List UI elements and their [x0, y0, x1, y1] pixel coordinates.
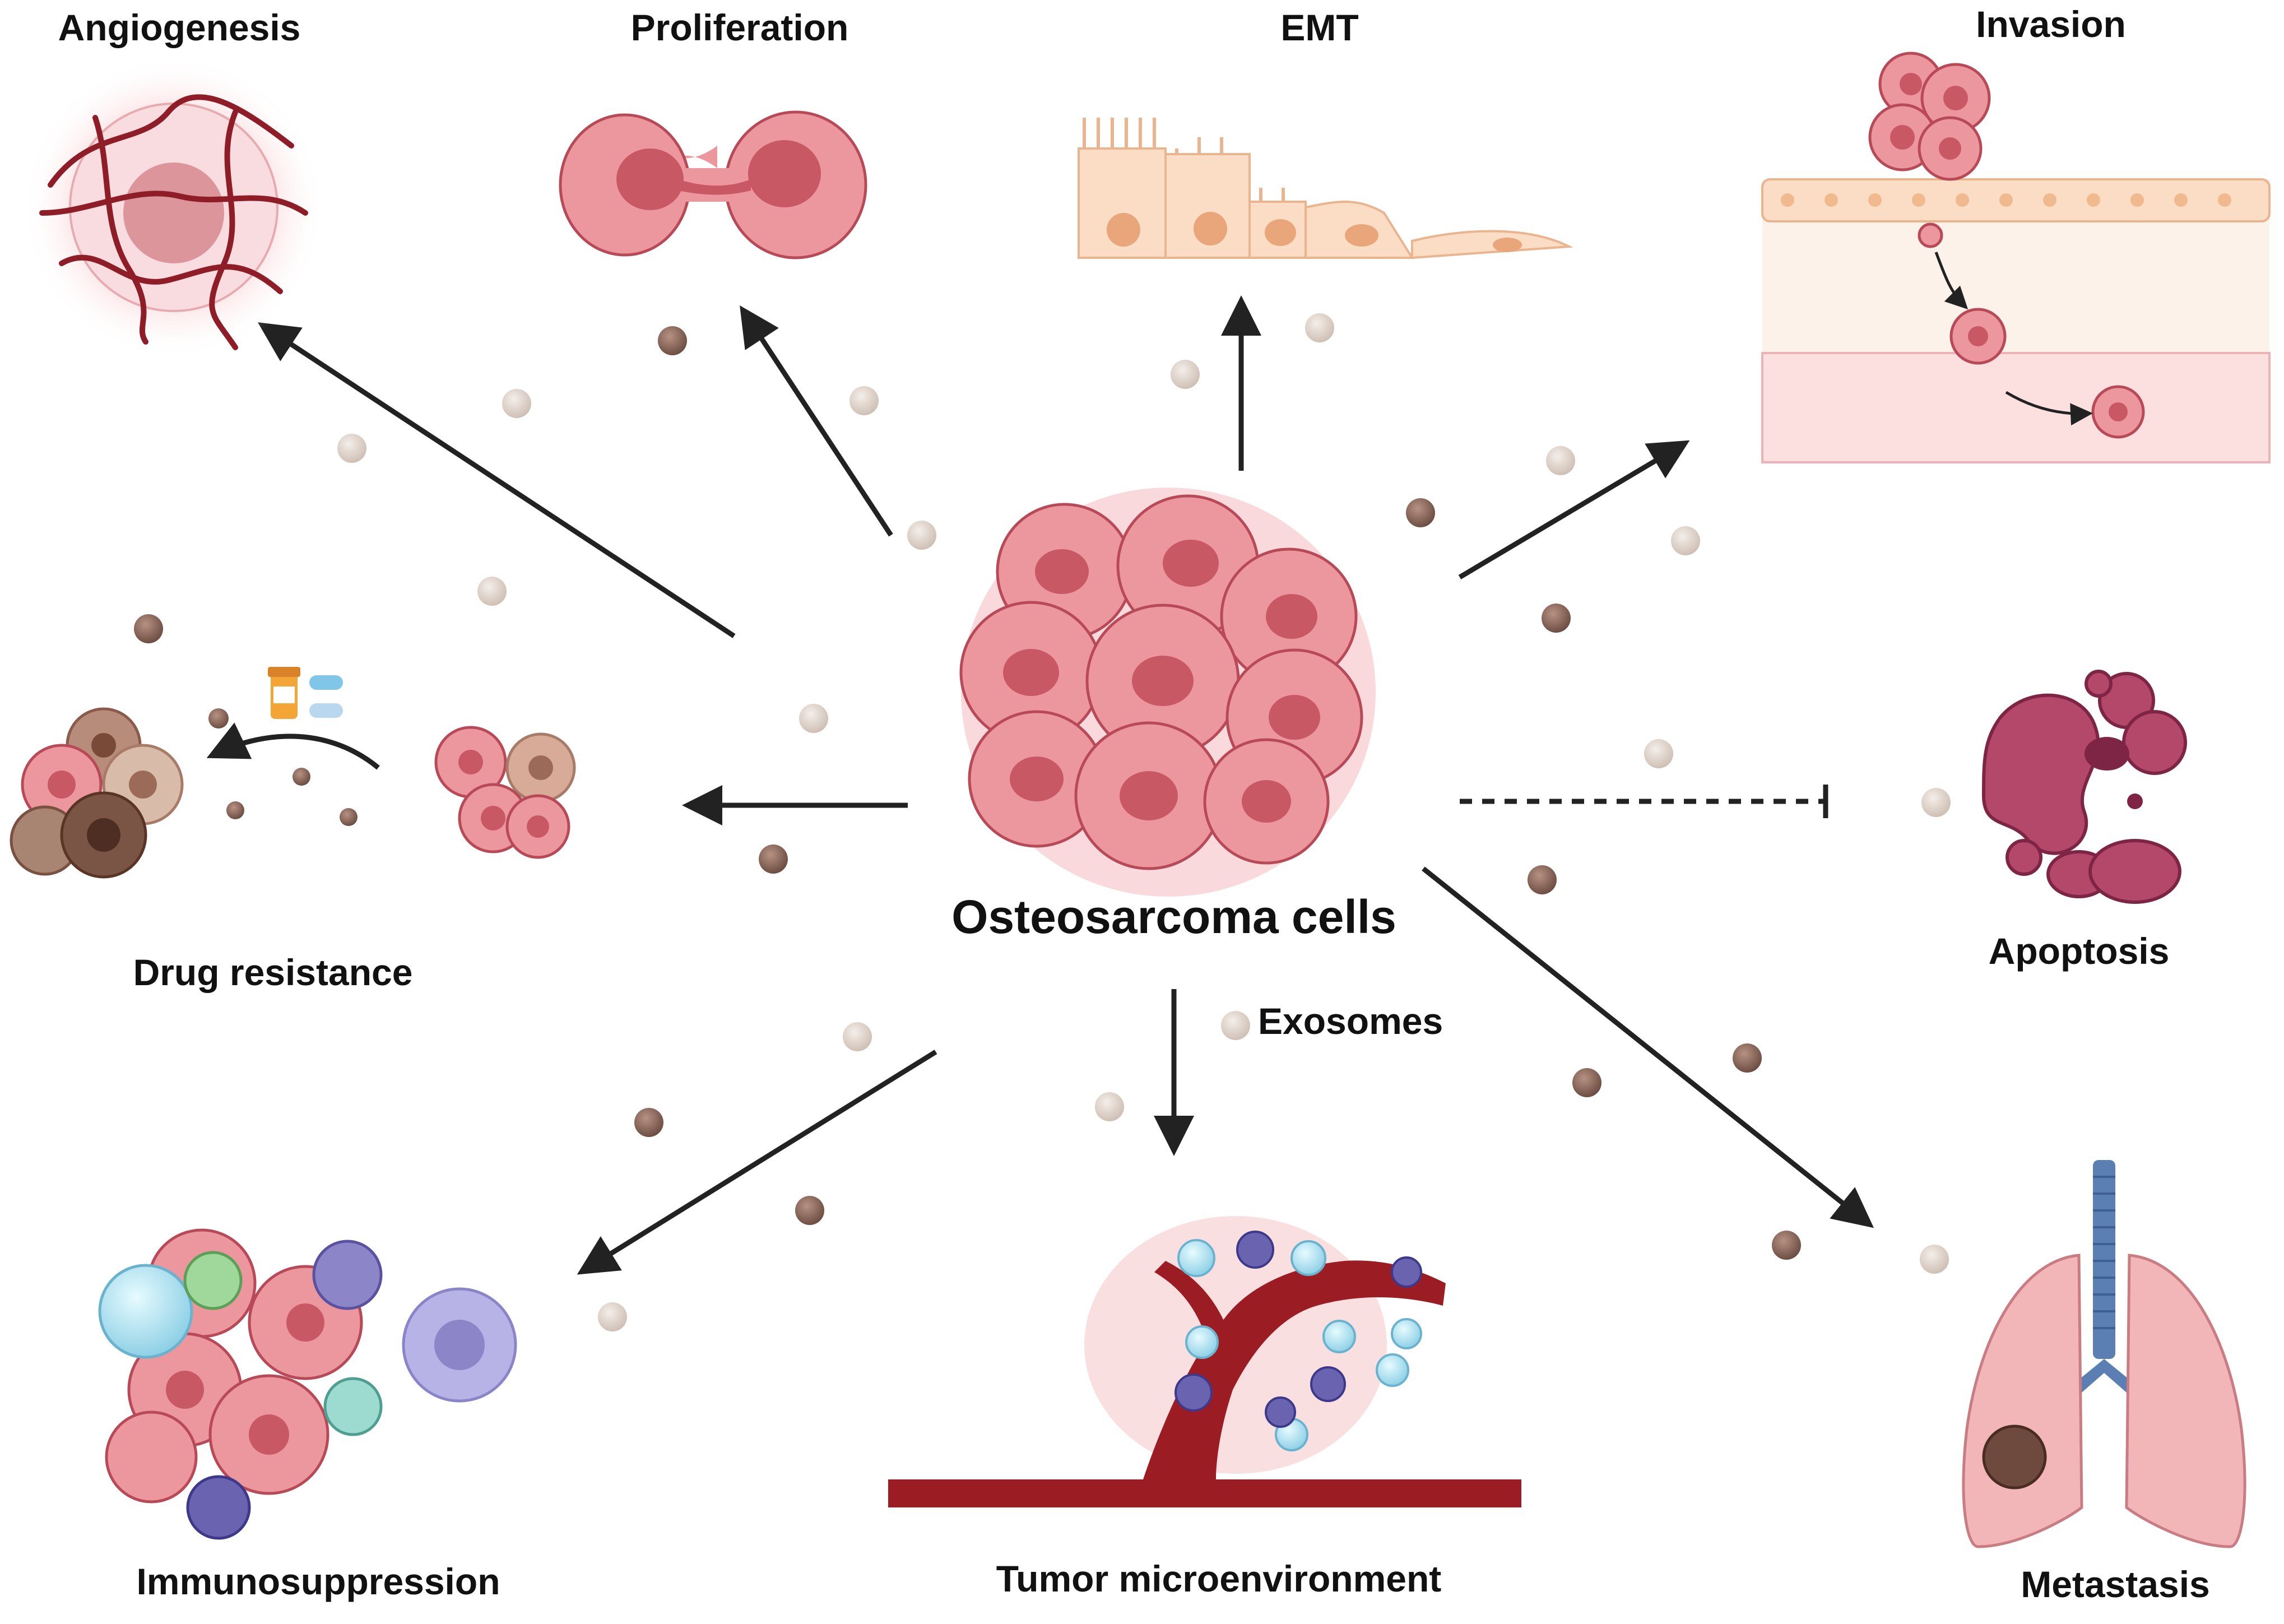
osteosarcoma-cell-cluster: Osteosarcoma cells: [951, 488, 1396, 943]
arrow-to-proliferation: [740, 305, 893, 537]
invasion-label: Invasion: [1976, 3, 2126, 45]
relation-arrows: [257, 295, 1874, 1275]
angiogenesis-label: Angiogenesis: [58, 7, 301, 48]
inhibition-to-apoptosis: [1460, 785, 1828, 818]
proliferation-panel: Proliferation: [559, 7, 867, 259]
invasion-panel: Invasion: [1761, 3, 2271, 463]
exosomes-legend: Exosomes: [1258, 1000, 1443, 1042]
immune-cells: [98, 1240, 517, 1540]
emt-panel: EMT: [1078, 7, 1573, 259]
drug-icon: [268, 667, 343, 719]
arrow-to-immunosuppression: [577, 1050, 937, 1275]
center-label: Osteosarcoma cells: [951, 890, 1396, 943]
dividing-cell: [559, 110, 867, 259]
angiogenesis-panel: Angiogenesis: [22, 7, 325, 359]
apoptosis-label: Apoptosis: [1989, 930, 2170, 972]
emt-label: EMT: [1280, 7, 1358, 48]
epithelial-layer: [1761, 178, 2271, 222]
arrow-to-metastasis: [1422, 866, 1874, 1228]
vessel-wall: [1761, 352, 2271, 463]
sensitive-cells: [434, 726, 576, 859]
arrow-to-invasion: [1458, 440, 1690, 579]
apoptosis-panel: Apoptosis: [1981, 670, 2187, 972]
exosome-particles: [134, 313, 1951, 1331]
metastatic-lesion: [1982, 1425, 2047, 1490]
drug-resistance-panel: Drug resistance: [10, 667, 576, 993]
blood-vessel: [888, 1479, 1521, 1507]
tumor-microenvironment-panel: Tumor microenvironment: [888, 1216, 1521, 1599]
arrow-to-angiogenesis: [257, 322, 736, 638]
immunosuppression-panel: Immunosuppression: [98, 1228, 517, 1602]
metastasis-panel: Metastasis: [1962, 1160, 2246, 1605]
proliferation-label: Proliferation: [631, 7, 849, 48]
drug-resistance-label: Drug resistance: [133, 952, 413, 993]
blood-vessel-network: [39, 94, 308, 350]
exosomes-label: Exosomes: [1258, 1000, 1443, 1042]
tumor-microenvironment-label: Tumor microenvironment: [996, 1558, 1442, 1599]
trachea: [2073, 1160, 2135, 1393]
immunosuppression-label: Immunosuppression: [136, 1561, 500, 1602]
metastasis-label: Metastasis: [2021, 1563, 2210, 1605]
resistant-cells: [10, 707, 184, 879]
